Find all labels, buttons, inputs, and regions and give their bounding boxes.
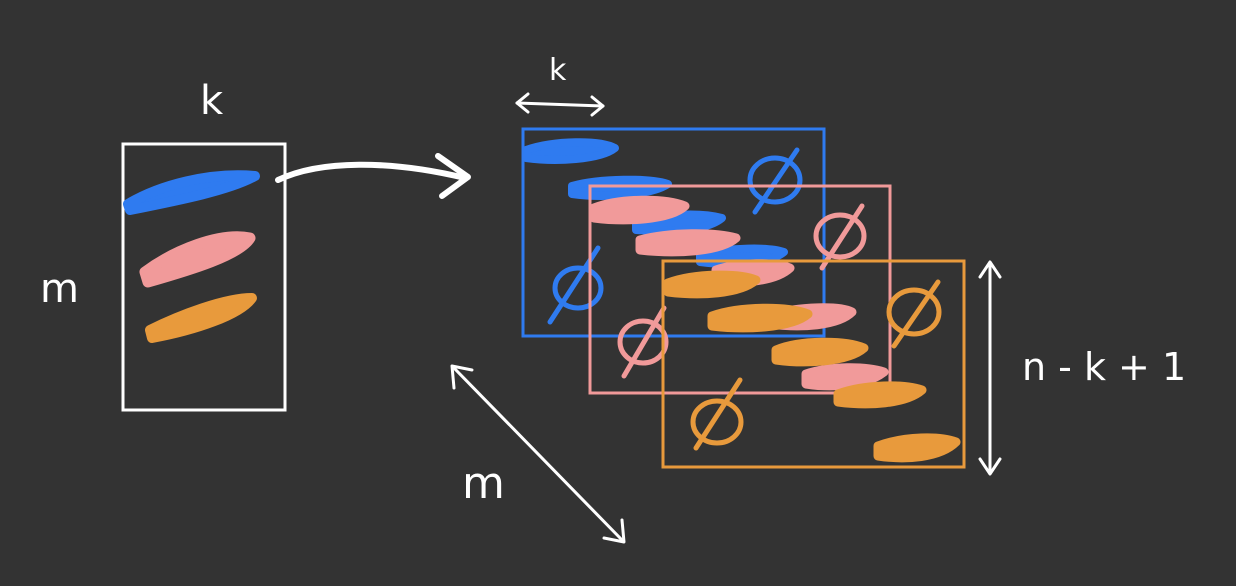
empty-set-icon [547, 245, 604, 325]
depth-label: m [462, 458, 505, 509]
depth-arrow [450, 364, 626, 544]
blue-row-2 [568, 175, 672, 200]
output-box-blue [521, 127, 826, 338]
kernel-width-label: k [200, 78, 224, 124]
output-box-pink [588, 184, 892, 395]
transform-arrow [275, 153, 471, 199]
kernel-box [121, 142, 287, 412]
pink-row-5 [801, 363, 889, 391]
empty-set-icon [813, 203, 867, 271]
orange-row-1 [663, 270, 761, 299]
kernel-row-pink [139, 231, 256, 288]
output-width-label: k [549, 53, 567, 88]
orange-row-5 [873, 433, 961, 463]
pink-row-1 [589, 195, 690, 225]
output-matrix-pink [588, 184, 892, 395]
orange-row-4 [833, 381, 927, 409]
empty-set-icon [886, 279, 942, 349]
output-matrix-blue [521, 127, 826, 338]
orange-row-2 [707, 303, 813, 333]
kernel-height-label: m [40, 266, 79, 312]
empty-set-icon [690, 377, 744, 451]
output-height-label: n - k + 1 [1022, 345, 1186, 389]
blue-row-1 [522, 138, 619, 164]
output-width-arrow [515, 92, 605, 117]
output-matrix-orange [661, 259, 966, 469]
empty-set-icon [747, 147, 803, 215]
output-box-orange [661, 259, 966, 469]
orange-row-3 [771, 337, 869, 367]
empty-set-icon [617, 305, 669, 379]
kernel-matrix [121, 142, 287, 412]
output-height-arrow [978, 260, 1002, 476]
pink-row-2 [635, 229, 741, 257]
kernel-row-blue [123, 170, 260, 215]
kernel-row-orange [145, 293, 257, 343]
